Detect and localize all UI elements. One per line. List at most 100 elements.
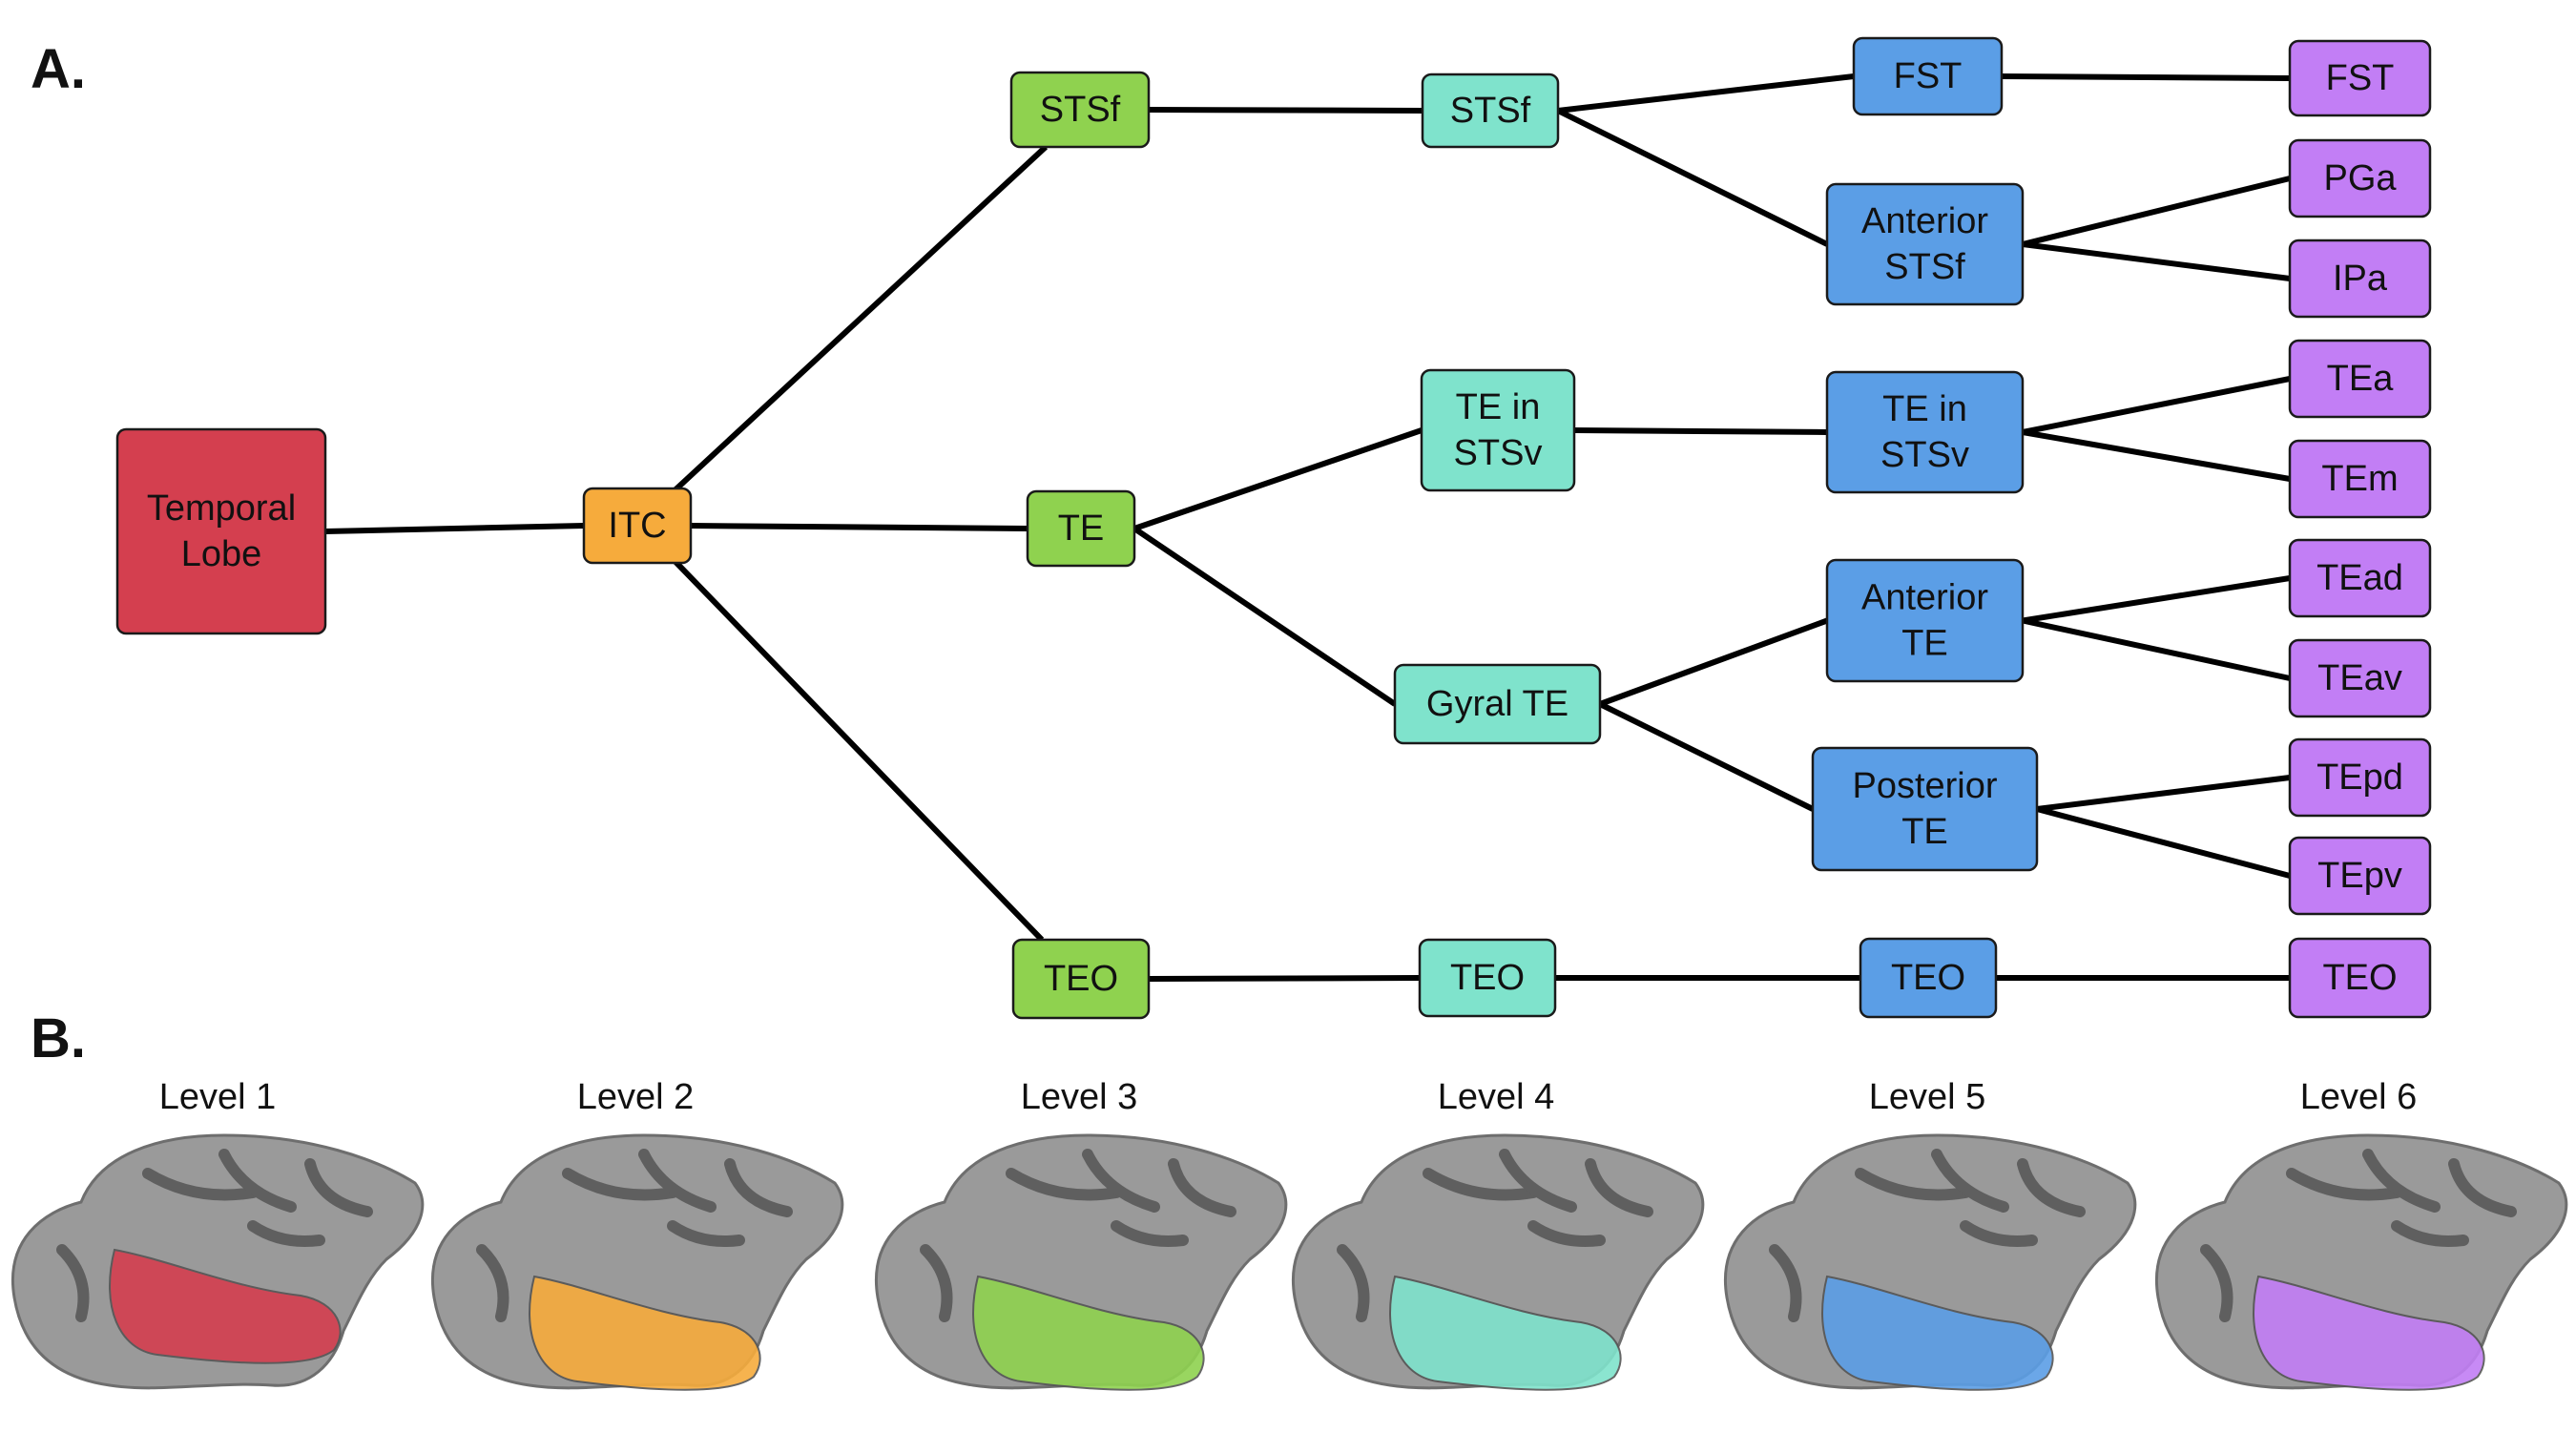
node-label: STSf [1884, 247, 1965, 287]
edge-gyral-te-l4-to-posterior-te-l5 [1598, 701, 1815, 812]
node-fst-l6: FST [2288, 39, 2432, 117]
temporal-region-highlight [972, 1275, 1205, 1391]
node-label: TEa [2327, 359, 2395, 399]
edge-anterior-te-l5-to-teav-l6 [2022, 617, 2291, 681]
brain-panel-level-1: Level 1 [11, 1077, 425, 1390]
node-box [2288, 439, 2432, 519]
edge-anterior-te-l5-to-tead-l6 [2022, 575, 2291, 624]
brain-sulcus [1423, 1168, 1539, 1201]
temporal-region-highlight [1389, 1275, 1622, 1391]
node-box [1009, 71, 1151, 149]
node-teo-l6: TEO [2288, 937, 2432, 1019]
node-gyral-te-l4: Gyral TE [1393, 663, 1602, 745]
node-label: TE in [1882, 389, 1967, 429]
level-label: Level 3 [1021, 1077, 1138, 1117]
edge-te-in-stsv-l4-to-te-in-stsv-l5 [1573, 427, 1828, 435]
edge-gyral-te-l4-to-anterior-te-l5 [1598, 617, 1829, 707]
node-tepd-l6: TEpd [2288, 737, 2432, 818]
node-box [1026, 489, 1136, 568]
brain-sulcus [2200, 1244, 2233, 1322]
node-label: Temporal [147, 488, 296, 529]
node-label: TE in [1456, 387, 1541, 427]
node-ipa-l6: IPa [2288, 239, 2432, 319]
brain-sulcus [2448, 1158, 2517, 1217]
node-box [1421, 73, 1560, 149]
brain-panel-level-6: Level 6 [2155, 1077, 2568, 1391]
node-box [2288, 339, 2432, 419]
edge-teo-l3-to-teo-l4 [1148, 975, 1421, 982]
node-label: STSv [1454, 433, 1543, 473]
level-label: Level 4 [1438, 1077, 1555, 1117]
node-label: ITC [608, 506, 666, 546]
node-label: Gyral TE [1426, 684, 1568, 724]
temporal-region-highlight [2253, 1275, 2485, 1391]
brain-level-panels: Level 1 Level 2 Level 3 Level 4 Level 5 Level… [11, 1077, 2568, 1391]
node-box [1393, 663, 1602, 745]
node-te-in-stsv-l4: TE in STSv [1420, 368, 1576, 492]
node-label: TE [1901, 812, 1948, 852]
edge-stsf-l4-to-anterior-stsf-l5 [1556, 108, 1829, 247]
node-stsf-l3: STSf [1009, 71, 1151, 149]
node-te-l3: TE [1026, 489, 1136, 568]
tree-edges [324, 73, 2291, 982]
edge-itc-to-te-l3 [690, 523, 1028, 531]
node-box [115, 427, 327, 635]
edge-fst-l5-to-fst-l6 [2001, 73, 2291, 81]
brain-sulcus [142, 1168, 259, 1201]
panel-b-label: B. [31, 1007, 86, 1069]
brain-sulcus [1006, 1168, 1122, 1201]
node-label: TEav [2317, 658, 2402, 698]
node-box [1825, 370, 2025, 494]
panel-a-label: A. [31, 38, 86, 100]
node-label: Posterior [1852, 766, 1997, 806]
node-box [2288, 39, 2432, 117]
edge-itc-to-teo-l3 [673, 558, 1045, 943]
node-itc: ITC [582, 487, 693, 565]
node-box [1011, 938, 1151, 1020]
temporal-region-highlight [109, 1248, 342, 1364]
node-box [1859, 937, 1998, 1019]
edge-itc-to-stsf-l3 [673, 144, 1049, 493]
node-label: TE [1901, 624, 1948, 664]
node-box [1420, 368, 1576, 492]
brain-sulcus [247, 1220, 325, 1247]
node-label: TEO [1450, 958, 1525, 998]
brain-sulcus [638, 1149, 717, 1213]
node-box [2288, 138, 2432, 218]
level-label: Level 6 [2300, 1077, 2418, 1117]
brain-panel-level-3: Level 3 [875, 1077, 1288, 1391]
brain-sulcus [56, 1244, 90, 1322]
node-label: FST [1894, 56, 1963, 96]
edge-anterior-stsf-l5-to-pga-l6 [2022, 176, 2291, 247]
level-label: Level 2 [577, 1077, 695, 1117]
node-label: TEpd [2316, 758, 2403, 798]
node-label: TEad [2316, 558, 2403, 598]
node-label: STSf [1450, 91, 1531, 131]
node-label: TEm [2321, 459, 2398, 499]
brain-panel-level-2: Level 2 [431, 1077, 844, 1391]
node-label: FST [2326, 58, 2395, 98]
node-label: PGa [2323, 158, 2397, 198]
brain-sulcus [2286, 1168, 2402, 1201]
brain-sulcus [724, 1158, 793, 1217]
brain-sulcus [1960, 1220, 2038, 1247]
edge-stsf-l4-to-fst-l5 [1557, 73, 1855, 114]
brain-sulcus [1855, 1168, 1971, 1201]
edge-temporal-lobe-to-itc [324, 523, 585, 534]
level-label: Level 5 [1869, 1077, 1986, 1117]
node-box [2288, 937, 2432, 1019]
node-box [1811, 746, 2039, 872]
node-pga-l6: PGa [2288, 138, 2432, 218]
node-label: TEO [2322, 958, 2397, 998]
node-label: TEO [1044, 959, 1118, 999]
node-box [1825, 182, 2025, 306]
node-box [582, 487, 693, 565]
node-stsf-l4: STSf [1421, 73, 1560, 149]
brain-panel-level-4: Level 4 [1292, 1077, 1705, 1391]
node-teo-l3: TEO [1011, 938, 1151, 1020]
